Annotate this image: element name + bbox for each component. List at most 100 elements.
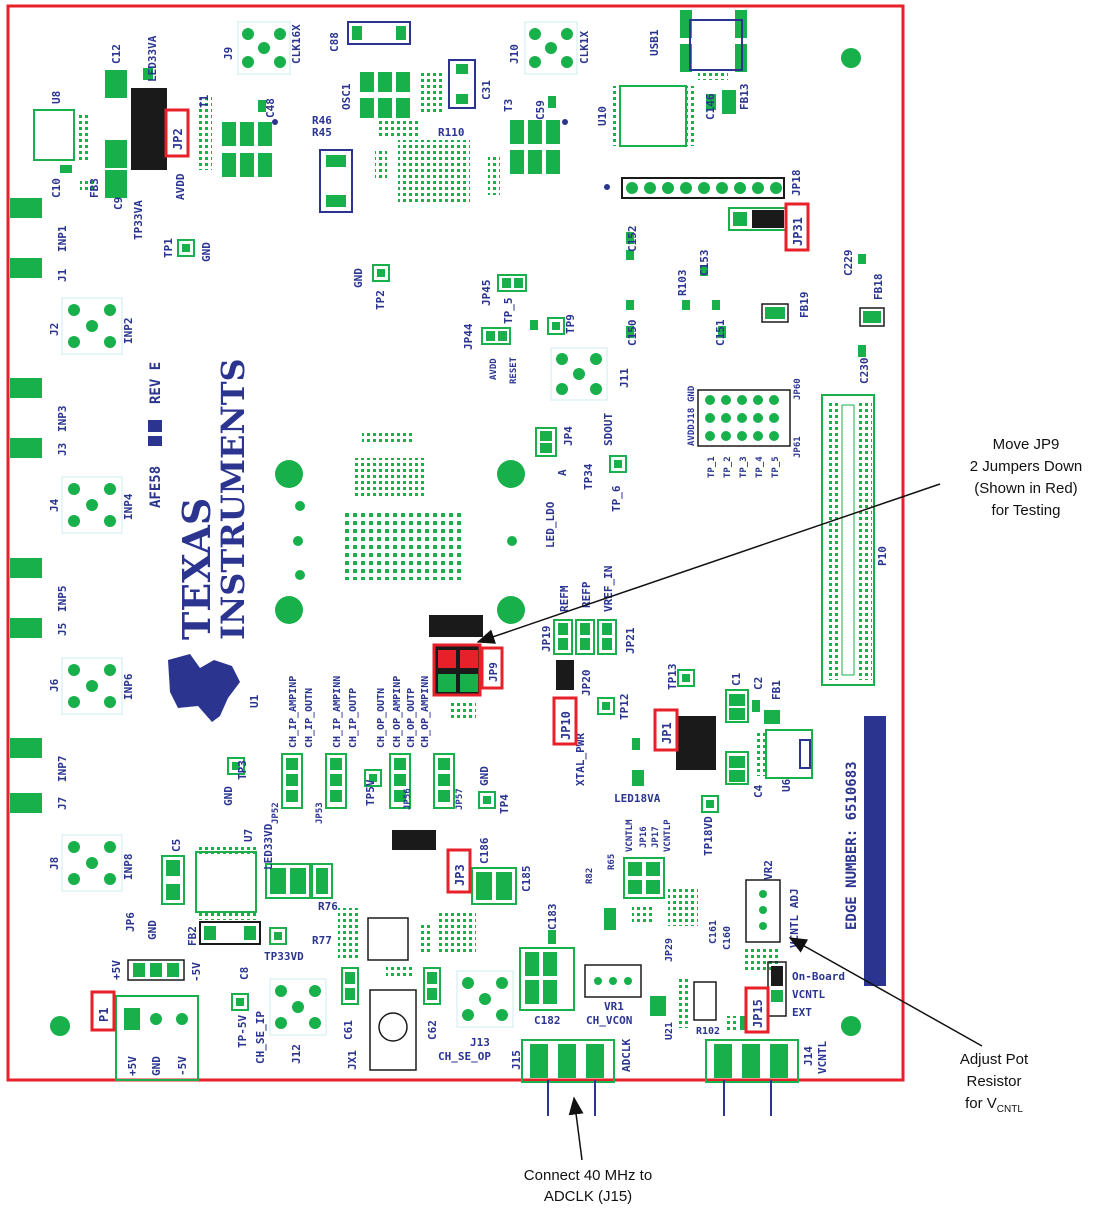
- label-jp15: JP15: [751, 999, 765, 1028]
- label-refm: REFM: [558, 585, 571, 612]
- board-marking: AFE58 REV E EDGE NUMBER: 6510683 S/N:: [148, 362, 884, 980]
- label-fb13: FB13: [738, 84, 751, 111]
- label-tp33vd: TP33VD: [264, 950, 304, 963]
- label-c153: C153: [698, 250, 711, 277]
- label-p5v-p1: +5V: [126, 1056, 139, 1076]
- label-jp1: JP1: [660, 722, 674, 744]
- label-m5v-jp6: -5V: [190, 962, 203, 982]
- label-inp4: INP4: [122, 493, 135, 520]
- edge-number: EDGE NUMBER: 6510683: [844, 761, 860, 930]
- label-jp53: JP53: [315, 802, 325, 824]
- label-led-ldo: LED_LDO: [544, 501, 557, 548]
- label-fb19: FB19: [798, 292, 811, 319]
- label-vcntl: VCNTL: [792, 988, 825, 1001]
- label-tp-4: TP_4: [755, 456, 765, 478]
- label-j9: J9: [222, 47, 235, 60]
- label-tp2: TP2: [374, 290, 387, 310]
- label-vr1: VR1: [604, 1000, 624, 1013]
- jp9-note-line4: for Testing: [992, 502, 1061, 519]
- label-jp3: JP3: [453, 864, 467, 886]
- label-j12: J12: [290, 1044, 303, 1064]
- label-led18va: LED18VA: [614, 792, 661, 805]
- label-jp18: JP18: [790, 170, 803, 197]
- label-led33va: LED33VA: [146, 35, 159, 82]
- label-jp16: JP16: [639, 826, 649, 848]
- label-r110: R110: [438, 126, 465, 139]
- label-r46: R46: [312, 114, 332, 127]
- label-c12: C12: [110, 44, 123, 64]
- jp9-note-line1: Move JP9: [993, 436, 1060, 453]
- label-c230: C230: [858, 358, 871, 385]
- label-r65: R65: [607, 854, 617, 870]
- label-c185: C185: [520, 866, 533, 893]
- highlight-jp9: [480, 646, 504, 690]
- label-c2: C2: [752, 677, 765, 690]
- label-inp6: INP6: [122, 673, 135, 700]
- label-c5: C5: [170, 839, 183, 852]
- highlight-jp9-block: [432, 643, 482, 697]
- label-c48: C48: [264, 98, 277, 118]
- label-tp4: TP4: [498, 794, 511, 814]
- label-jp57: JP57: [455, 788, 465, 810]
- label-jp20: JP20: [580, 670, 593, 697]
- callout-arrows: [476, 483, 983, 1161]
- label-vcntlp: VCNTLP: [663, 819, 673, 852]
- label-t3: T3: [502, 99, 515, 112]
- label-c59: C59: [534, 100, 547, 120]
- jp9-note-line3: (Shown in Red): [974, 480, 1077, 497]
- pot-note-line1: Adjust Pot: [960, 1051, 1029, 1068]
- label-j13: J13: [470, 1036, 490, 1049]
- arrow-pot: [788, 937, 983, 1047]
- label-tp-5: TP_5: [771, 456, 781, 478]
- label-clk1x: CLK1X: [578, 31, 591, 64]
- label-osc1: OSC1: [340, 83, 353, 110]
- label-j6: J6: [48, 678, 61, 692]
- board-part: AFE58: [148, 466, 164, 508]
- label-j7: J7: [56, 797, 69, 810]
- label-c62: C62: [426, 1020, 439, 1040]
- annotations: Move JP9 2 Jumpers Down (Shown in Red) f…: [524, 436, 1082, 1205]
- clk-note-line1: Connect 40 MHz to: [524, 1167, 652, 1184]
- highlighted-jumpers: JP2 JP31 JP9 JP10 JP1 JP3 JP15 P1: [90, 108, 810, 1034]
- label-fb3: FB3: [88, 178, 101, 198]
- label-c146: C146: [704, 93, 717, 120]
- label-gnd-tp4: GND: [478, 766, 491, 786]
- label-c1: C1: [730, 672, 743, 686]
- label-jp10: JP10: [559, 711, 573, 740]
- label-gnd-tp3: GND: [222, 786, 235, 806]
- label-sdout: SDOUT: [602, 413, 615, 446]
- label-ch-op-ampinn: CH_OP_AMPINN: [420, 676, 431, 748]
- label-usb1: USB1: [648, 29, 661, 56]
- label-jp61: JP61: [793, 436, 803, 458]
- label-ch-vcon: CH_VCON: [586, 1014, 632, 1027]
- label-ch-op-outp: CH_OP_OUTP: [406, 688, 417, 748]
- label-jp45: JP45: [480, 280, 493, 307]
- highlight-jp3: [446, 848, 472, 894]
- label-c182: C182: [534, 1014, 561, 1027]
- label-j1: J1: [56, 268, 69, 282]
- label-tp-5v: TP-5V: [236, 1015, 249, 1048]
- label-vcntlm: VCNTLM: [625, 819, 635, 852]
- label-tp18vd: TP18VD: [702, 816, 715, 856]
- label-ch-ip-outn: CH_IP_OUTN: [304, 688, 315, 748]
- label-m5v-p1: -5V: [176, 1056, 189, 1076]
- label-adclk: ADCLK: [620, 1039, 633, 1072]
- label-u10: U10: [596, 106, 609, 126]
- label-fb2: FB2: [186, 926, 199, 946]
- label-jp17: JP17: [651, 826, 661, 848]
- j15-j14-connectors: [521, 1039, 799, 1116]
- top-right-components: [604, 10, 885, 357]
- label-j11: J11: [618, 368, 631, 388]
- highlight-jp10: [552, 696, 578, 746]
- arrow-adclk: [568, 1096, 584, 1161]
- label-reset: RESET: [509, 356, 519, 384]
- label-tp-2: TP_2: [723, 456, 733, 478]
- label-jp29: JP29: [664, 938, 675, 962]
- label-jx1: JX1: [346, 1050, 359, 1070]
- label-j15: J15: [510, 1050, 523, 1070]
- label-inp1: INP1: [56, 225, 69, 252]
- serial-label: S/N:: [868, 946, 884, 980]
- label-inp3: INP3: [56, 406, 69, 433]
- label-vcntl-j14: VCNTL: [816, 1041, 829, 1074]
- label-c9: C9: [112, 197, 125, 210]
